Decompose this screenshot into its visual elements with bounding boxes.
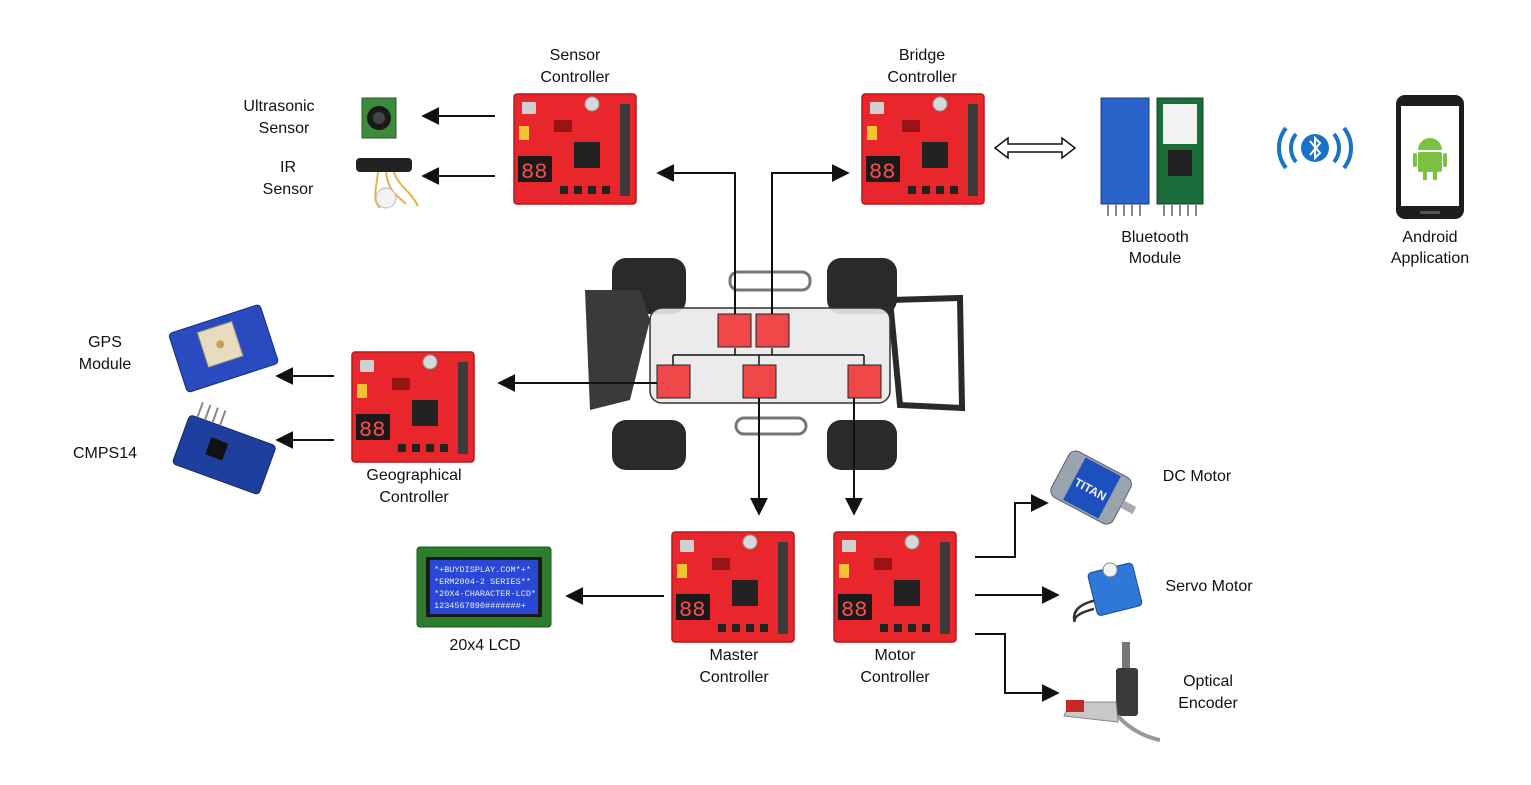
connections bbox=[275, 107, 1060, 702]
labels: Sensor Controller Bridge Controller Geog… bbox=[73, 47, 1469, 712]
node-bridge bbox=[755, 313, 790, 348]
geographical-controller-board bbox=[351, 351, 475, 463]
android-phone-image bbox=[1396, 95, 1464, 219]
android-label-1: Android bbox=[1402, 229, 1457, 246]
ir-label-2: Sensor bbox=[263, 181, 314, 198]
car-chassis bbox=[585, 258, 966, 470]
dc-motor-label: DC Motor bbox=[1163, 468, 1232, 485]
bridge-controller-label-1: Bridge bbox=[899, 47, 945, 64]
sensor-controller-label-1: Sensor bbox=[550, 47, 601, 64]
bidirectional-arrow-bridge-bluetooth bbox=[993, 136, 1077, 160]
lcd-label: 20x4 LCD bbox=[449, 637, 520, 654]
lcd-line-2: *ERM2004-2 SERIES** bbox=[434, 577, 531, 587]
gps-label-2: Module bbox=[79, 356, 132, 373]
bluetooth-module-image bbox=[1100, 97, 1204, 216]
ir-label-1: IR bbox=[280, 159, 296, 176]
node-motor bbox=[847, 364, 882, 399]
motor-controller-board bbox=[833, 531, 957, 643]
gps-label-1: GPS bbox=[88, 334, 122, 351]
bluetooth-label-2: Module bbox=[1129, 250, 1182, 267]
bluetooth-label-1: Bluetooth bbox=[1121, 229, 1189, 246]
master-controller-board bbox=[671, 531, 795, 643]
motor-controller-label-2: Controller bbox=[860, 669, 930, 686]
node-master bbox=[742, 364, 777, 399]
geographical-controller-label-1: Geographical bbox=[366, 467, 461, 484]
master-controller-label-2: Controller bbox=[699, 669, 769, 686]
gps-module-image bbox=[168, 304, 279, 393]
servo-motor-image bbox=[1072, 562, 1143, 623]
lcd-line-4: 1234567890#######+ bbox=[434, 601, 526, 611]
compass-label: CMPS14 bbox=[73, 445, 137, 462]
ultrasonic-label-2: Sensor bbox=[259, 120, 310, 137]
lcd-line-3: *20X4-CHARACTER-LCD* bbox=[434, 589, 536, 599]
arrow-motor-to-encoder bbox=[975, 633, 1060, 702]
bridge-controller-label-2: Controller bbox=[887, 69, 957, 86]
geographical-controller-label-2: Controller bbox=[379, 489, 449, 506]
arrow-car-to-sensor bbox=[656, 164, 736, 314]
android-label-2: Application bbox=[1391, 250, 1469, 267]
optical-encoder-image bbox=[1063, 642, 1161, 742]
ultrasonic-label-1: Ultrasonic bbox=[243, 98, 314, 115]
compass-module-image bbox=[172, 401, 276, 495]
motor-controller-label-1: Motor bbox=[875, 647, 917, 664]
arrow-motor-to-dc bbox=[975, 494, 1049, 558]
ir-sensor-image bbox=[356, 158, 419, 209]
controller-nodes bbox=[656, 313, 882, 399]
master-controller-label-1: Master bbox=[710, 647, 760, 664]
dc-motor-image: TITAN bbox=[1050, 450, 1137, 525]
encoder-label-1: Optical bbox=[1183, 673, 1233, 690]
node-sensor bbox=[717, 313, 752, 348]
lcd-module-image: *+BUYDISPLAY.COM*+* *ERM2004-2 SERIES** … bbox=[416, 546, 552, 628]
arrow-car-to-bridge bbox=[771, 164, 850, 314]
sensor-controller-board bbox=[513, 93, 637, 205]
ultrasonic-sensor-image bbox=[361, 97, 397, 139]
sensor-controller-label-2: Controller bbox=[540, 69, 610, 86]
servo-motor-label: Servo Motor bbox=[1165, 578, 1253, 595]
internal-bus bbox=[672, 348, 865, 365]
lcd-line-1: *+BUYDISPLAY.COM*+* bbox=[434, 565, 531, 575]
encoder-label-2: Encoder bbox=[1178, 695, 1238, 712]
node-geographical bbox=[656, 364, 691, 399]
bluetooth-signal-icon bbox=[1276, 126, 1354, 170]
bridge-controller-board bbox=[861, 93, 985, 205]
